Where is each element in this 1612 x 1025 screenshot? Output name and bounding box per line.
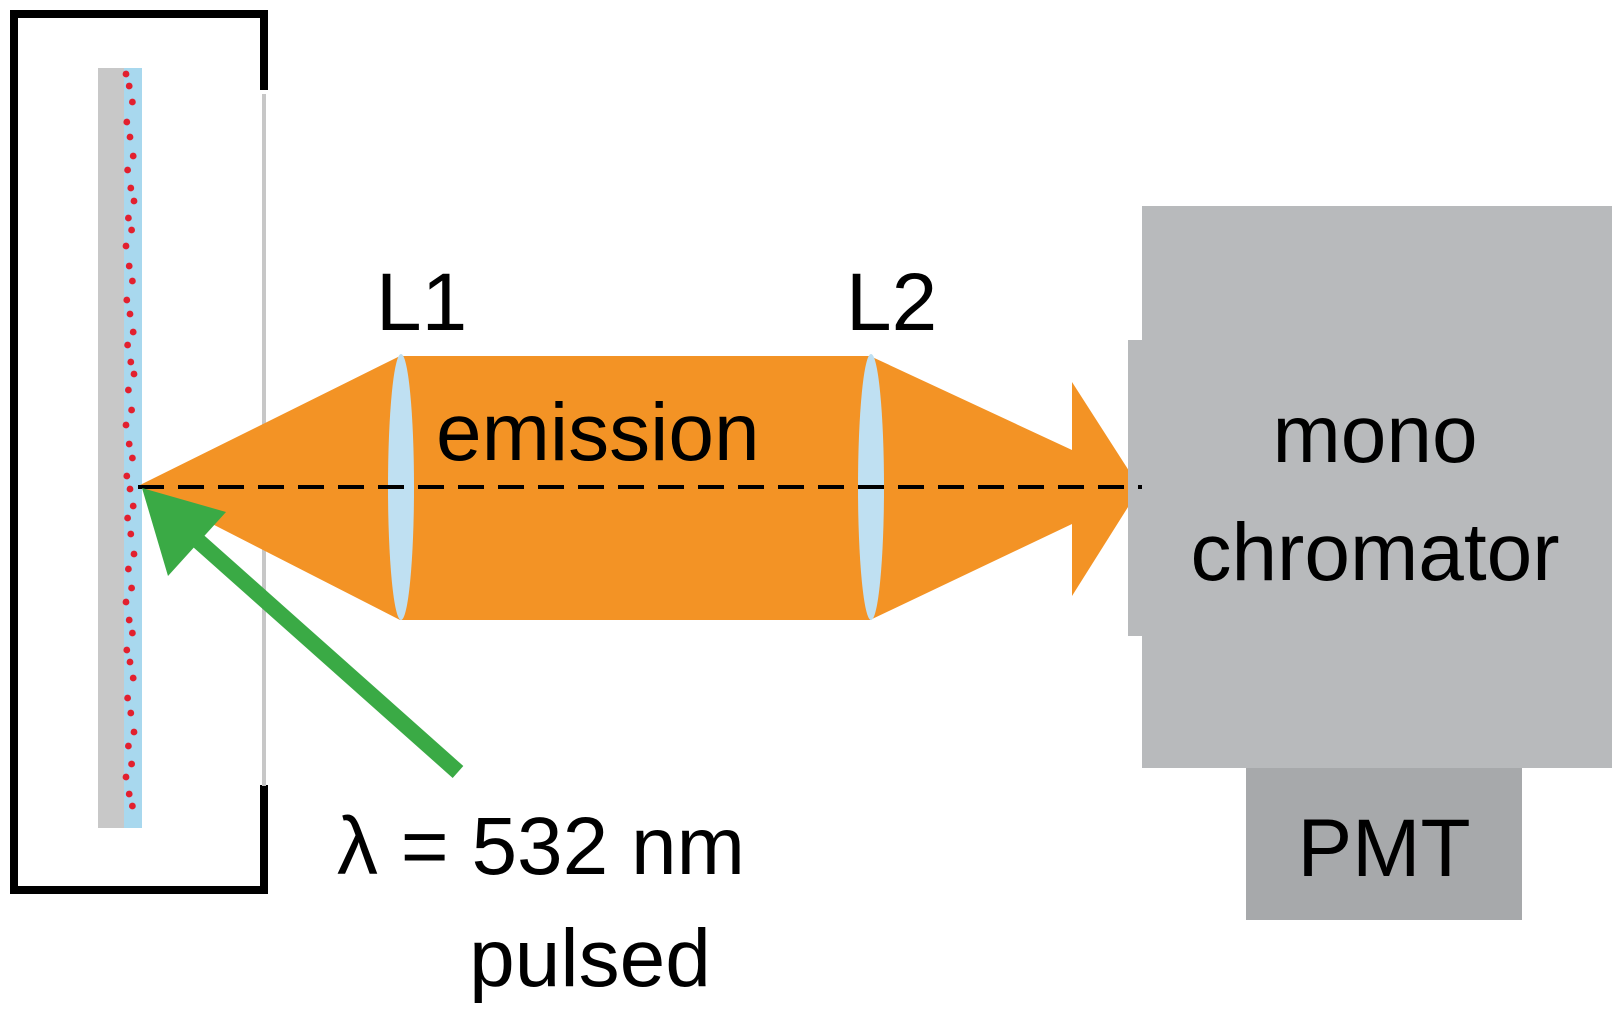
particle [129,152,137,160]
sample-substrate [98,68,128,828]
particle [129,454,136,462]
particle [130,550,138,558]
sample-film [124,68,142,828]
particle [126,133,134,141]
particle [129,98,136,106]
particle [124,694,131,702]
monochromator-label-line2: chromator [1190,507,1559,598]
particle [122,70,130,78]
particle [128,760,136,768]
particle [124,341,131,349]
sample-particles [122,70,138,810]
particle [124,514,131,522]
particle [129,802,136,810]
particle [127,184,135,192]
particle [128,406,136,414]
particle [125,82,133,90]
excitation-mode-label: pulsed [469,913,711,1004]
particle [123,472,131,480]
particle [125,262,133,270]
particle [125,440,133,448]
particle [129,629,136,637]
particle [130,370,138,378]
pmt-detector [1246,768,1522,920]
particle [128,584,136,592]
excitation-arrow-head [142,488,226,576]
particle [130,728,138,736]
particle [126,310,134,318]
particle [123,646,131,654]
emission-label: emission [436,387,760,478]
excitation-arrow-shaft [180,524,464,778]
particle [124,386,132,394]
lens-l2-label: L2 [846,257,937,348]
particle [129,502,137,510]
pmt-label: PMT [1297,803,1470,894]
particle [130,197,138,205]
particle [127,358,135,366]
monochromator-entrance [1128,340,1146,636]
monochromator [1128,206,1612,768]
particle [125,616,133,624]
particle [122,421,130,429]
particle [122,242,130,250]
particle [124,742,132,750]
sample [98,68,142,828]
particle [128,226,136,234]
lens-l1-label: L1 [376,257,467,348]
particle [123,296,131,304]
particle [126,658,134,666]
particle [124,565,132,573]
particle [122,598,130,606]
particle [124,166,131,174]
monochromator-body [1142,206,1612,768]
particle [122,773,130,781]
excitation-arrow [142,488,464,778]
particle [123,118,131,126]
particle [127,530,135,538]
particle [127,709,135,717]
monochromator-label-line1: mono [1272,389,1477,480]
particle [125,790,133,798]
particle [129,674,137,682]
particle [129,277,136,285]
particle [126,485,134,493]
holder-frame [10,10,268,894]
particle [129,328,137,336]
particle [124,214,132,222]
excitation-wavelength-label: λ = 532 nm [337,801,745,892]
